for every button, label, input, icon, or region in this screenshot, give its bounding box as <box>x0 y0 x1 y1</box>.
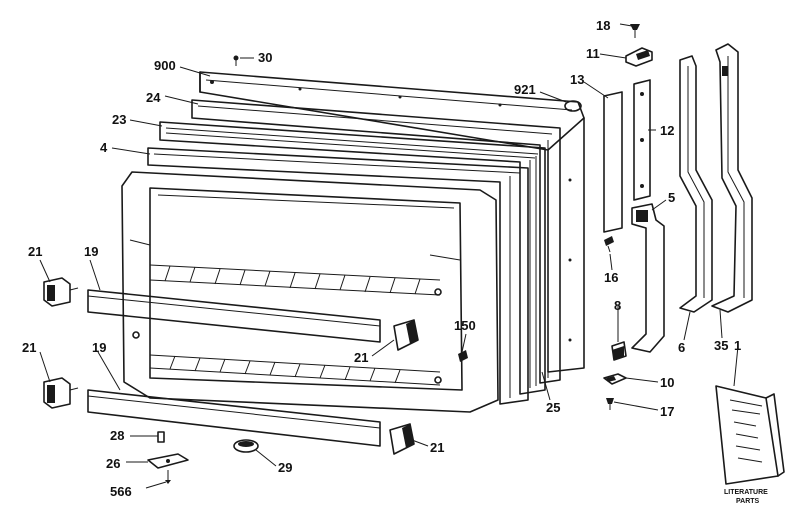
screw-28 <box>157 431 165 443</box>
bar-12 <box>633 79 651 201</box>
door-liner <box>121 147 529 413</box>
callout-35: 35 <box>714 338 728 353</box>
callout-16: 16 <box>604 270 618 285</box>
door-gasket <box>159 121 546 395</box>
callout-24: 24 <box>146 90 161 105</box>
callout-5: 5 <box>668 190 675 205</box>
callout-13: 13 <box>570 72 584 87</box>
plug-921 <box>564 100 582 112</box>
screw-18 <box>630 24 640 38</box>
callout-28: 28 <box>110 428 124 443</box>
end-cap-lower-left <box>43 377 79 409</box>
callout-30: 30 <box>258 50 272 65</box>
callout-900: 900 <box>154 58 176 73</box>
callout-17: 17 <box>660 404 674 419</box>
end-cap-upper-right <box>393 319 419 351</box>
screw-566 <box>165 470 171 484</box>
end-cap-upper-left <box>43 277 79 307</box>
callout-11: 11 <box>586 46 600 61</box>
screw-30 <box>233 55 239 66</box>
callout-25: 25 <box>546 400 560 415</box>
screw-17 <box>606 398 614 410</box>
door-frame <box>191 99 561 384</box>
bracket-11 <box>625 47 653 67</box>
callout-21-upper-left: 21 <box>28 244 42 259</box>
button-29 <box>233 439 259 453</box>
literature-booklet <box>715 385 785 485</box>
clip-8 <box>611 341 627 361</box>
shelf-bar-upper <box>87 289 381 343</box>
callout-21-upper-right: 21 <box>354 350 368 365</box>
hinge-cover-5 <box>631 203 665 353</box>
callout-21-lower-right: 21 <box>430 440 444 455</box>
plug-150 <box>458 350 468 362</box>
callout-labels: 900 30 24 23 4 921 13 18 11 12 5 16 8 6 … <box>22 18 768 505</box>
end-cap-lower-right <box>389 423 415 455</box>
shelf-bar-lower <box>87 389 381 447</box>
callout-150: 150 <box>454 318 476 333</box>
callout-23: 23 <box>112 112 126 127</box>
callout-921: 921 <box>514 82 536 97</box>
screw-16 <box>604 236 614 253</box>
handle-6 <box>679 55 713 313</box>
callout-19-upper: 19 <box>84 244 98 259</box>
callout-1: 1 <box>734 338 741 353</box>
callout-10: 10 <box>660 375 674 390</box>
callout-566: 566 <box>110 484 132 499</box>
strip-13 <box>603 91 623 233</box>
callout-19-lower: 19 <box>92 340 106 355</box>
callout-26: 26 <box>106 456 120 471</box>
callout-4: 4 <box>100 140 108 155</box>
callout-6: 6 <box>678 340 685 355</box>
handle-35 <box>711 43 753 313</box>
leader-lines <box>39 23 739 489</box>
callout-12: 12 <box>660 123 674 138</box>
outer-door-panel <box>199 71 585 373</box>
callout-29: 29 <box>278 460 292 475</box>
screw-10 <box>603 373 627 385</box>
callout-21-lower-left: 21 <box>22 340 36 355</box>
callout-18: 18 <box>596 18 610 33</box>
bracket-26 <box>147 453 189 469</box>
literature-label-line2: PARTS <box>736 498 760 505</box>
callout-8: 8 <box>614 298 621 313</box>
literature-label-line1: LITERATURE <box>724 489 768 496</box>
